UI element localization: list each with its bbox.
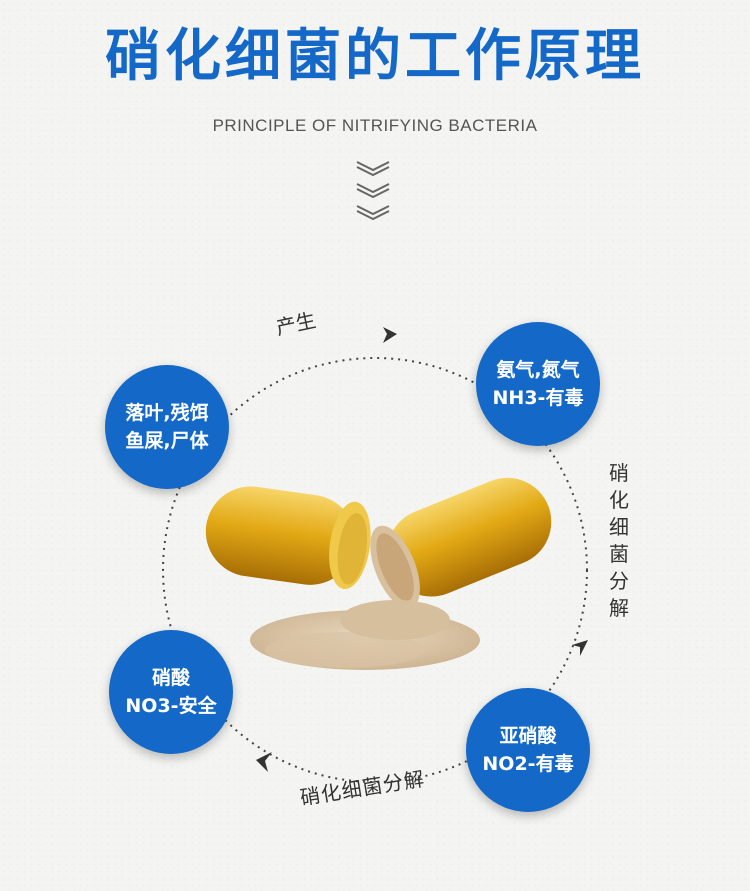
node-nitrate: 硝酸 NO3-安全 bbox=[109, 630, 233, 754]
label-char: 分 bbox=[609, 569, 629, 593]
node-text: NO2-有毒 bbox=[482, 753, 574, 775]
node-text: 鱼屎,尸体 bbox=[125, 430, 209, 452]
arrow-icon bbox=[383, 327, 397, 343]
page-title: 硝化细菌的工作原理 bbox=[105, 24, 645, 89]
label-char: 化 bbox=[609, 488, 629, 512]
node-text: 亚硝酸 bbox=[499, 725, 557, 747]
label-char: 解 bbox=[609, 596, 629, 620]
node-nitrite: 亚硝酸 NO2-有毒 bbox=[466, 688, 590, 812]
node-text: 落叶,残饵 bbox=[125, 402, 209, 424]
node-text: NH3-有毒 bbox=[492, 387, 584, 409]
label-nitrifying-decompose-right: 硝 化 细 菌 分 解 bbox=[604, 460, 634, 622]
node-ammonia: 氨气,氮气 NH3-有毒 bbox=[476, 322, 600, 446]
node-text: 硝酸 bbox=[151, 667, 190, 689]
label-char: 菌 bbox=[609, 542, 629, 566]
page-subtitle: PRINCIPLE OF NITRIFYING BACTERIA bbox=[212, 116, 538, 135]
arrow-icon bbox=[256, 752, 272, 772]
capsule-powder-illustration bbox=[205, 477, 552, 670]
label-char: 硝 bbox=[609, 461, 629, 485]
node-text: NO3-安全 bbox=[125, 695, 217, 717]
chevron-down-icon bbox=[356, 161, 390, 221]
arrow-icon bbox=[572, 640, 588, 656]
node-organic-waste: 落叶,残饵 鱼屎,尸体 bbox=[105, 365, 229, 489]
label-char: 细 bbox=[609, 515, 629, 539]
node-text: 氨气,氮气 bbox=[496, 359, 580, 381]
